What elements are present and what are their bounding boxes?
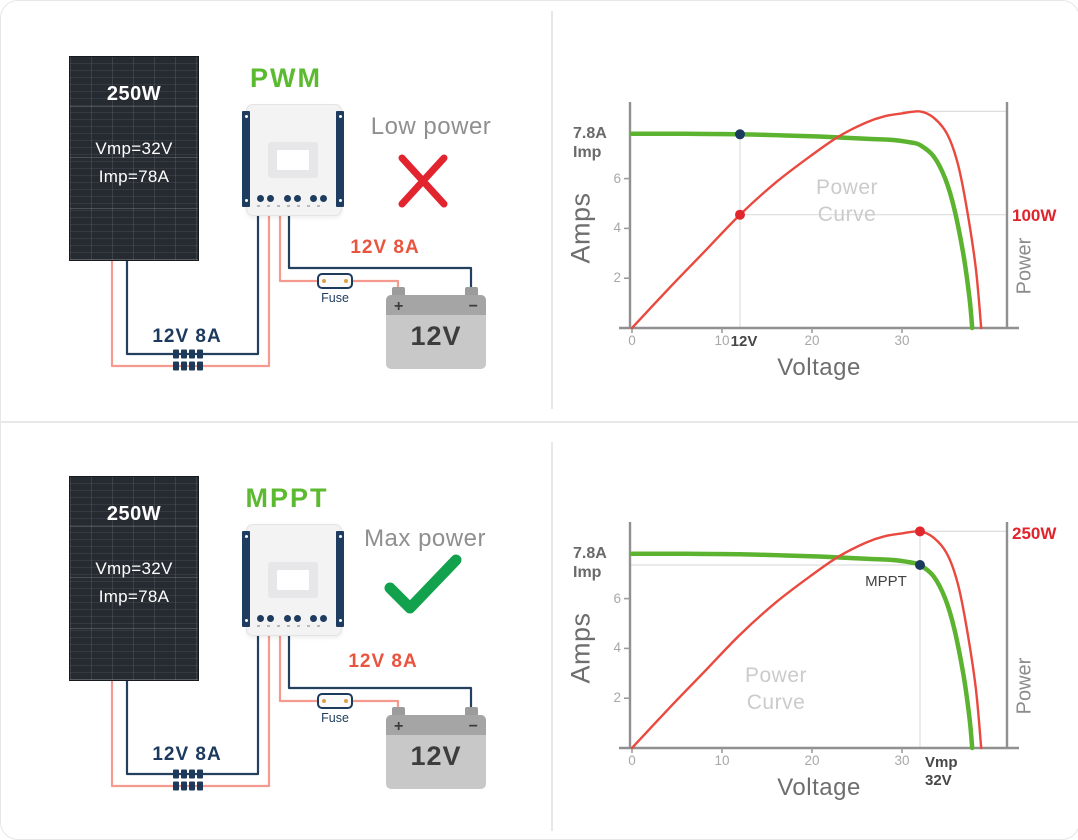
pwm-verdict-text: Low power xyxy=(370,113,492,140)
mppt-pv-wire-label: 12V 8A xyxy=(152,744,222,765)
mppt-battery: + − 12V xyxy=(386,707,486,789)
x-axis-label: Voltage xyxy=(777,774,861,801)
x-tick-0: 0 xyxy=(628,753,636,768)
mppt-fuse xyxy=(317,693,353,709)
y-tick-2: 2 xyxy=(613,270,621,285)
battery-negative-terminal xyxy=(465,287,478,297)
power-curve xyxy=(630,110,983,330)
right-axis-label: Power xyxy=(1013,657,1036,715)
pwm-chart: 7.8A Imp Amps Voltage Power Power Curve … xyxy=(561,86,1078,421)
battery-plus-sign: + xyxy=(394,718,404,735)
controller-terminals xyxy=(257,615,327,622)
pwm-battery: + − 12V xyxy=(386,287,486,369)
x-tick-30: 30 xyxy=(894,753,910,768)
battery-positive-terminal xyxy=(392,287,405,297)
mppt-verdict-text: Max power xyxy=(364,525,486,552)
controller-left-rail xyxy=(242,531,250,627)
battery-minus-sign: − xyxy=(468,718,478,735)
panel-imp-spec: Imp=78A xyxy=(98,167,170,186)
mppt-chart: 7.8A Imp Amps Voltage Power Power Curve … xyxy=(561,506,1078,839)
y-tick-6: 6 xyxy=(613,171,621,186)
y-tick-6: 6 xyxy=(613,591,621,606)
y-axis-label: Amps xyxy=(565,192,596,264)
wire-connector-blocks xyxy=(173,349,203,791)
pwm-controller xyxy=(242,104,344,216)
y-axis-label: Amps xyxy=(565,612,596,684)
mppt-battery-negative-wire xyxy=(287,632,473,713)
pwm-title: PWM xyxy=(250,63,322,93)
mppt-battery-wire-label: 12V 8A xyxy=(348,651,418,672)
x-tick-0: 0 xyxy=(628,333,636,348)
x-tick-12v: 12V xyxy=(730,333,758,350)
mppt-controller xyxy=(242,524,344,636)
y-tick-4: 4 xyxy=(613,220,621,235)
battery-plus-sign: + xyxy=(394,298,404,315)
pwm-fuse xyxy=(317,273,353,289)
x-tick-20: 20 xyxy=(804,753,820,768)
mppt-chart-plot xyxy=(619,522,1019,753)
controller-screen xyxy=(268,142,318,178)
iv-curve xyxy=(629,131,975,331)
mppt-fuse-label: Fuse xyxy=(321,711,349,725)
power-value-label: 250W xyxy=(1012,524,1057,543)
pwm-pv-wire-label: 12V 8A xyxy=(152,326,222,347)
imp-annotation: 7.8A Imp xyxy=(573,545,607,581)
battery-voltage-label: 12V xyxy=(410,741,462,771)
battery-voltage-label: 12V xyxy=(410,321,462,351)
panel-imp-spec: Imp=78A xyxy=(98,587,170,606)
x-tick-20: 20 xyxy=(804,333,820,348)
panel-vmp-spec: Vmp=32V xyxy=(95,139,173,158)
panel-power-rating: 250W xyxy=(106,503,162,525)
iv-point-12v xyxy=(735,129,745,140)
controller-terminal-marks xyxy=(257,205,327,207)
low-power-cross-icon xyxy=(398,154,448,208)
mppt-title: MPPT xyxy=(245,483,329,513)
controller-terminals xyxy=(257,195,327,202)
pwm-chart-plot xyxy=(619,102,1019,333)
vertical-divider-top xyxy=(551,11,553,409)
y-tick-2: 2 xyxy=(613,690,621,705)
x-tick-10: 10 xyxy=(714,753,730,768)
controller-left-rail xyxy=(242,111,250,207)
battery-body: + − 12V xyxy=(386,295,486,369)
battery-positive-terminal xyxy=(392,707,405,717)
x-tick-10: 10 xyxy=(714,333,730,348)
x-axis-label: Voltage xyxy=(777,354,861,381)
right-axis-label: Power xyxy=(1013,237,1036,295)
max-power-check-icon xyxy=(384,554,462,614)
pwm-battery-wire-label: 12V 8A xyxy=(350,237,420,258)
power-curve-annotation: Power Curve xyxy=(815,176,879,227)
battery-body: + − 12V xyxy=(386,715,486,789)
controller-terminal-marks xyxy=(257,625,327,627)
iv-point-vmp xyxy=(915,559,925,570)
power-curve xyxy=(630,530,983,750)
battery-minus-sign: − xyxy=(468,298,478,315)
controller-right-rail xyxy=(336,531,344,627)
battery-cap: + − xyxy=(386,295,486,315)
x-tick-vmp-32v: Vmp 32V xyxy=(925,754,958,789)
vertical-divider-bottom xyxy=(551,442,553,831)
y-tick-4: 4 xyxy=(613,640,621,655)
power-point-12v xyxy=(735,209,745,220)
panel-power-rating: 250W xyxy=(106,83,162,105)
power-curve-annotation: Power Curve xyxy=(744,664,808,715)
mppt-point-label: MPPT xyxy=(865,573,907,590)
battery-cap: + − xyxy=(386,715,486,735)
controller-screen xyxy=(268,562,318,598)
mppt-solar-panel: 250W Vmp=32V Imp=78A xyxy=(69,476,199,681)
imp-annotation: 7.8A Imp xyxy=(573,125,607,161)
pwm-solar-panel: 250W Vmp=32V Imp=78A xyxy=(69,56,199,261)
pwm-fuse-label: Fuse xyxy=(321,291,349,305)
horizontal-divider xyxy=(1,421,1078,423)
power-value-label: 100W xyxy=(1012,206,1057,225)
power-point-mpp xyxy=(915,526,925,537)
controller-right-rail xyxy=(336,111,344,207)
pwm-battery-negative-wire xyxy=(287,212,473,293)
panel-vmp-spec: Vmp=32V xyxy=(95,559,173,578)
iv-curve xyxy=(629,551,975,751)
x-tick-30: 30 xyxy=(894,333,910,348)
battery-negative-terminal xyxy=(465,707,478,717)
